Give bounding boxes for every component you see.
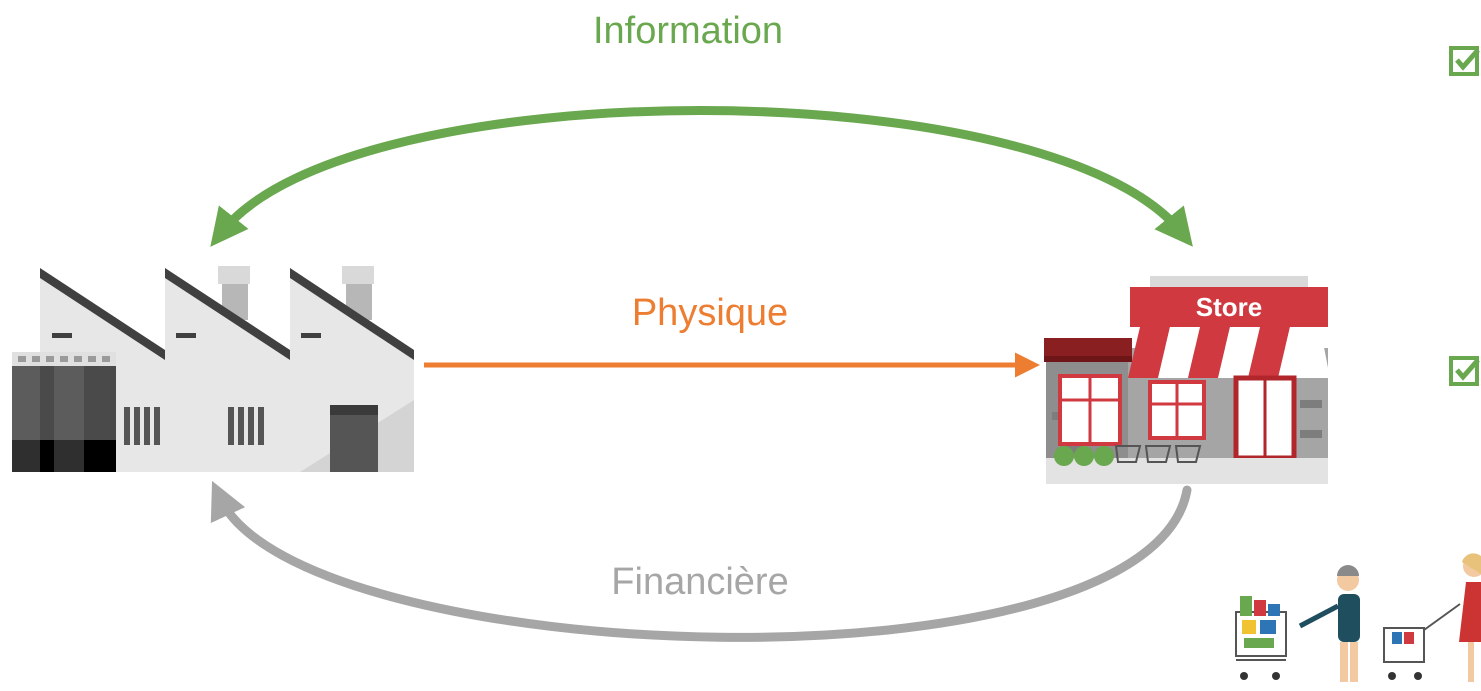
factory-icon xyxy=(12,266,414,472)
checkbox-checked-icon xyxy=(1449,356,1480,386)
checkbox-checked-icon xyxy=(1449,46,1480,76)
information-flow-arrow xyxy=(210,106,1193,247)
store-sign-text: Store xyxy=(1196,292,1262,322)
financiere-flow-arrow xyxy=(210,480,1192,642)
store-icon: Store xyxy=(1044,276,1330,484)
shoppers-with-carts-icon xyxy=(1235,553,1481,682)
information-flow-label: Information xyxy=(592,10,784,52)
physique-flow-label: Physique xyxy=(631,292,789,334)
financiere-flow-label: Financière xyxy=(611,561,789,603)
